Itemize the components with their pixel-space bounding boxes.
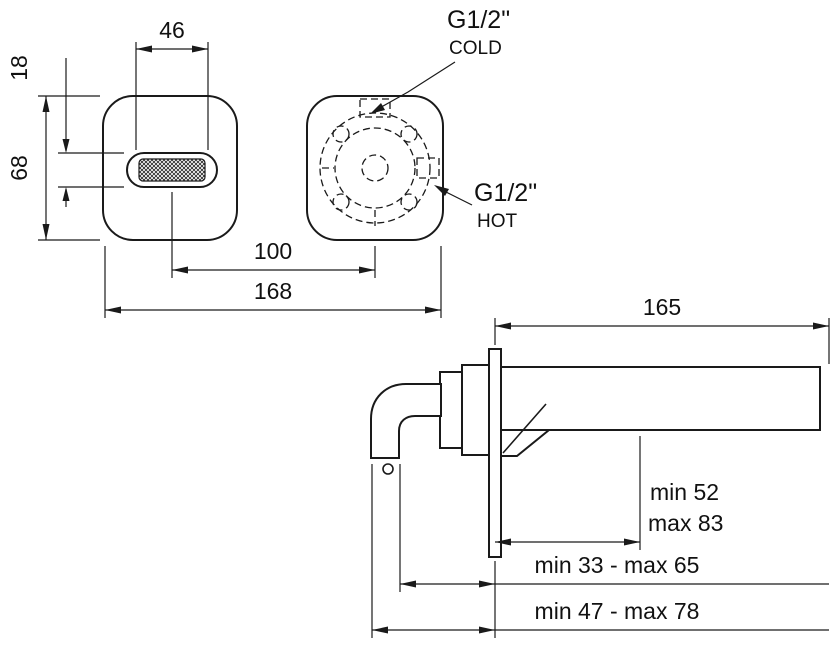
hot-label: HOT xyxy=(477,211,518,232)
dim-opening-height: 18 xyxy=(6,55,32,81)
aerator-grid xyxy=(138,158,206,182)
dim-spout-length: 165 xyxy=(643,294,681,320)
dim-total-width: 168 xyxy=(254,278,292,304)
front-view-spout-plate xyxy=(102,95,238,241)
side-view xyxy=(370,348,821,558)
handle-screw xyxy=(382,463,394,475)
spout-tube xyxy=(500,366,821,431)
dim-projection-max: max 83 xyxy=(648,510,723,536)
hot-leader-line xyxy=(445,191,473,206)
cold-inlet-hidden xyxy=(359,98,391,118)
hot-leader-arrow xyxy=(434,185,449,196)
valve-screw-hole xyxy=(332,125,350,143)
cold-leader-arrow xyxy=(370,103,385,114)
valve-hidden-circle-inner xyxy=(361,154,389,182)
spout-collar xyxy=(500,429,552,457)
valve-screw-hole xyxy=(400,125,418,143)
hot-inlet-hidden xyxy=(416,157,440,179)
valve-hidden-circle-mid xyxy=(334,127,416,209)
dim-center-distance: 100 xyxy=(254,238,292,264)
valve-body-block xyxy=(461,364,490,456)
cold-thread-label: G1/2" xyxy=(447,6,510,34)
spout-taper-line xyxy=(502,403,547,454)
side-dimensions: 165 min 52 max 83 min 33 - max 65 min 47… xyxy=(371,294,830,638)
cartridge-block xyxy=(439,371,463,449)
wall-plate xyxy=(488,348,502,558)
dim-handle-range-b: min 47 - max 78 xyxy=(535,598,700,624)
cold-leader-line xyxy=(375,61,456,111)
valve-screw-hole xyxy=(332,193,350,211)
hot-thread-label: G1/2" xyxy=(474,179,537,207)
cold-label: COLD xyxy=(449,38,502,59)
connection-labels: G1/2" COLD G1/2" HOT xyxy=(370,6,537,232)
dim-handle-range-a: min 33 - max 65 xyxy=(535,552,700,578)
handle-lever xyxy=(370,383,442,459)
dim-projection-min: min 52 xyxy=(650,479,719,505)
front-dimensions: 46 18 68 100 168 xyxy=(6,17,442,318)
valve-hidden-circle-outer xyxy=(319,112,431,224)
front-view-valve-plate xyxy=(306,95,444,241)
dim-plate-height: 68 xyxy=(6,155,32,181)
dim-opening-width: 46 xyxy=(159,17,185,43)
valve-screw-hole xyxy=(400,193,418,211)
valve-plate-outline xyxy=(306,95,444,241)
